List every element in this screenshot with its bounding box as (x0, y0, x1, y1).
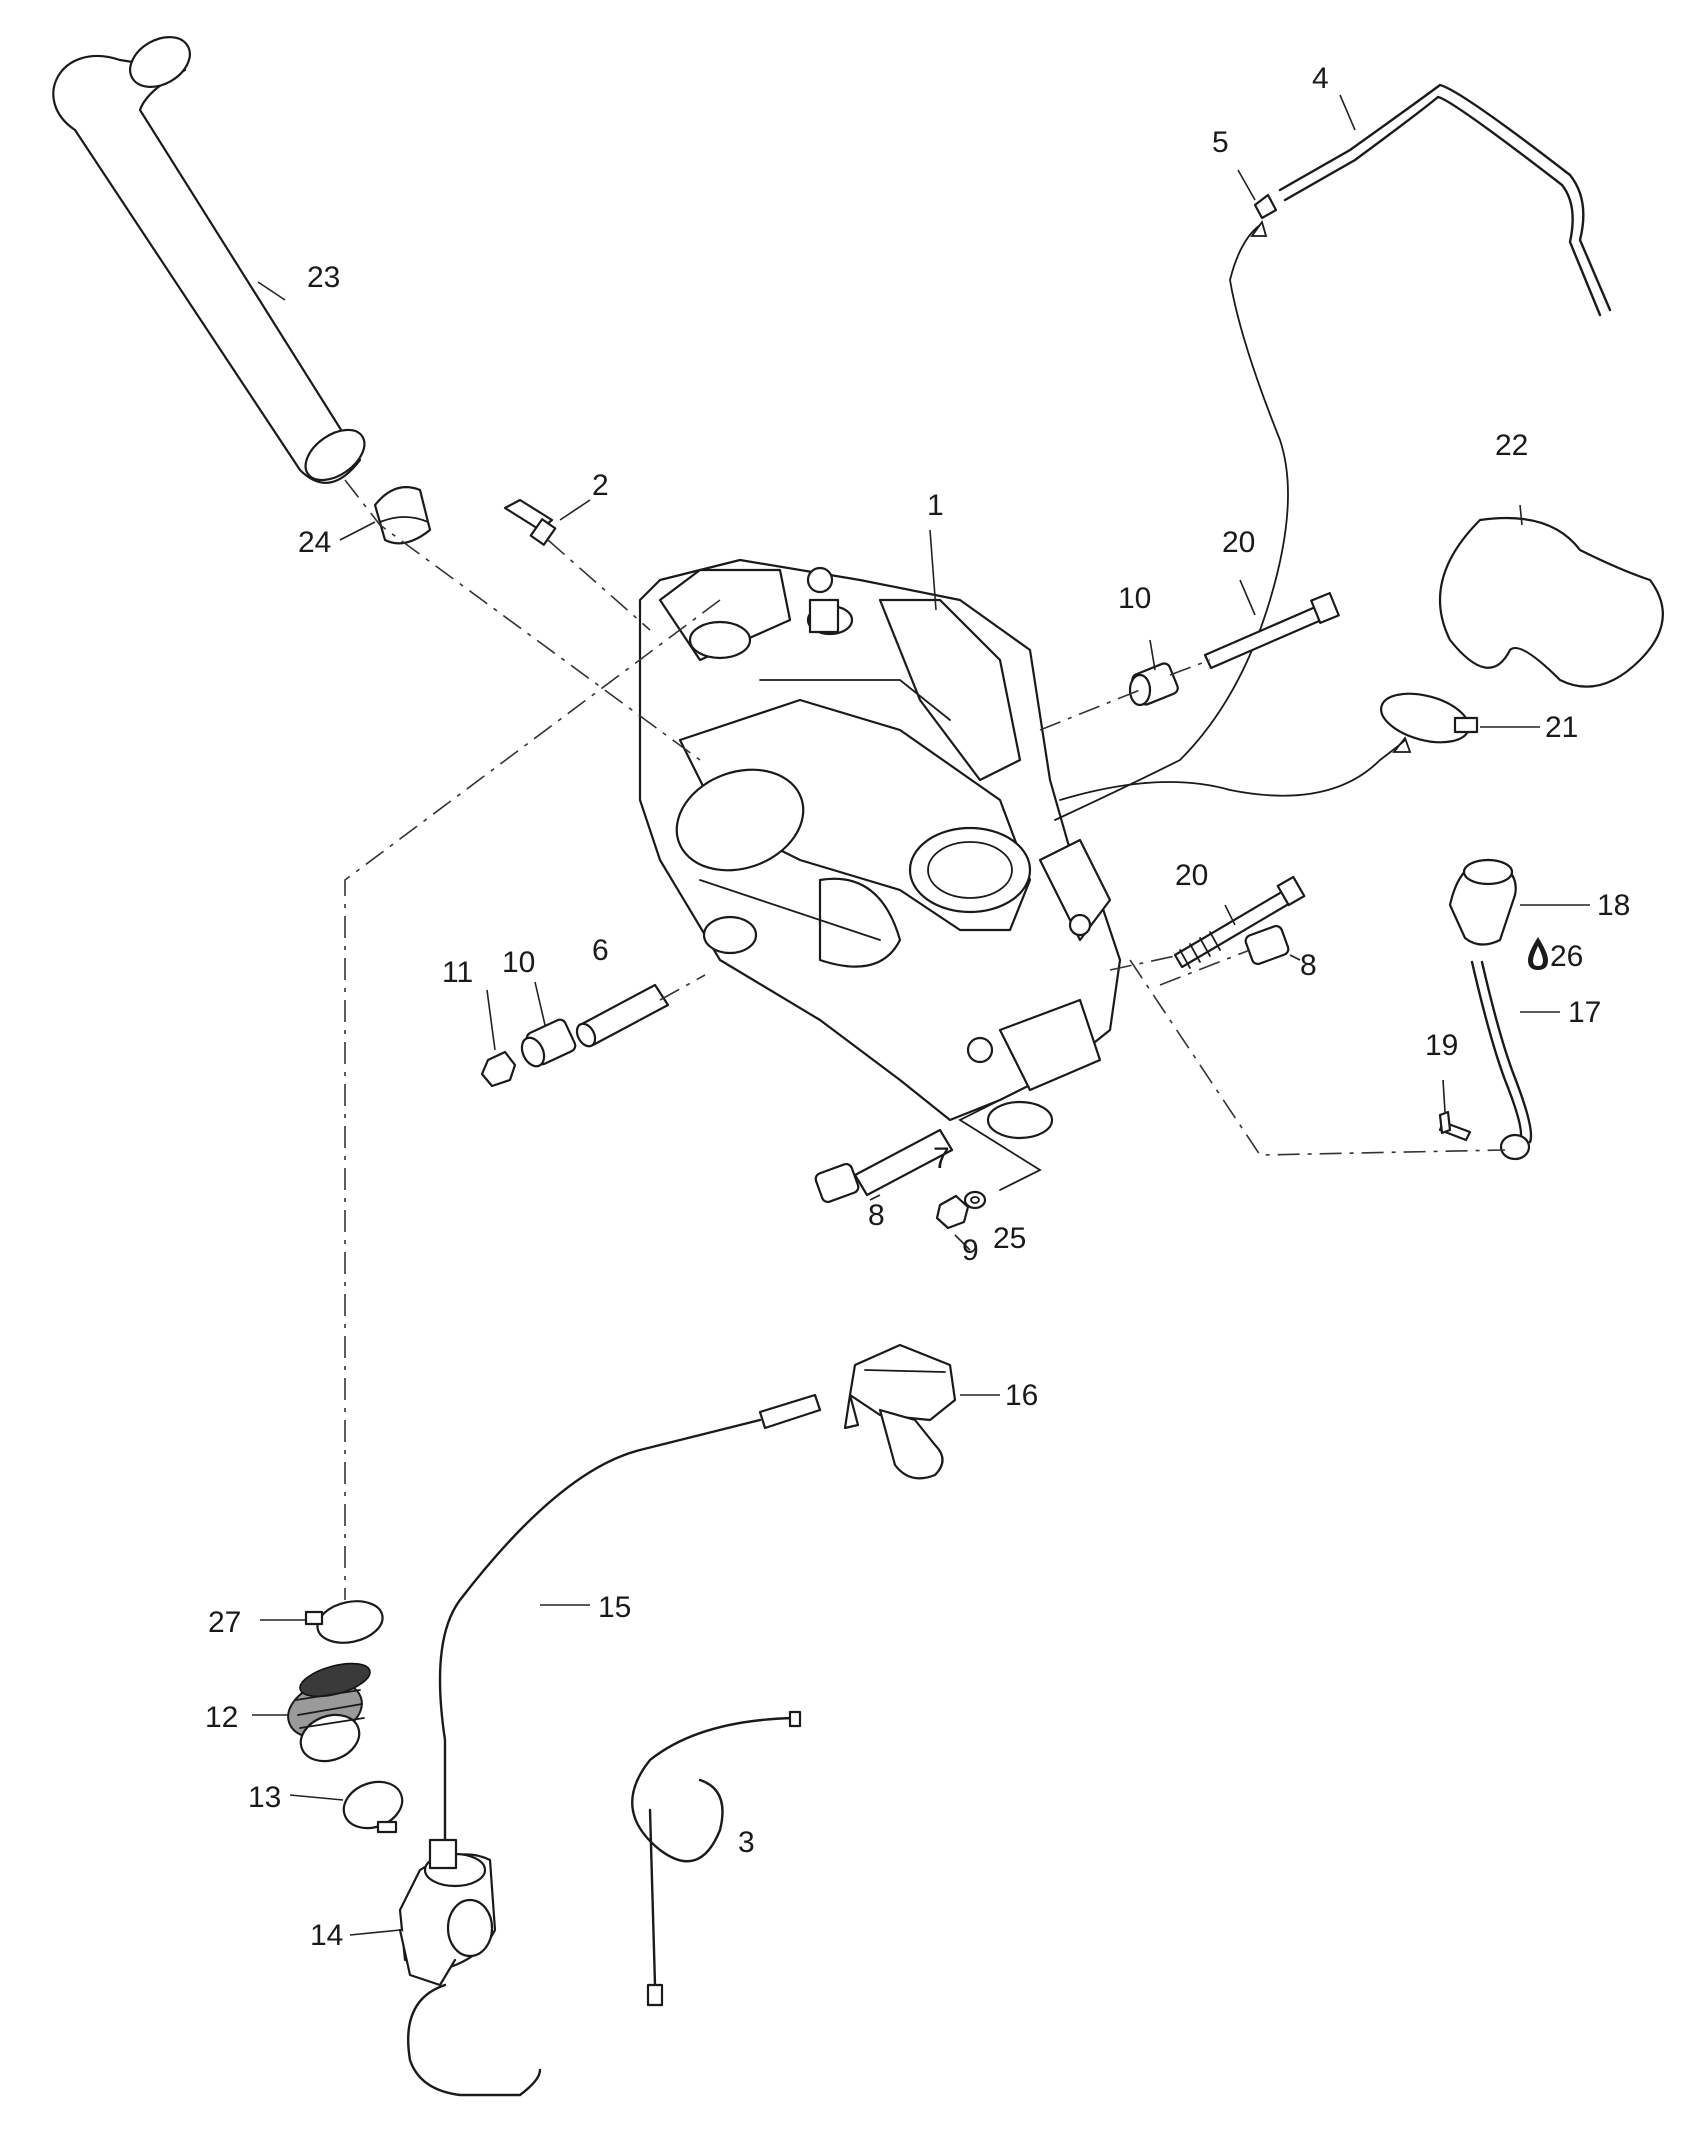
callout-8-lower: 8 (868, 1199, 885, 1232)
mount-bolt-upper (1203, 592, 1340, 670)
engine-block (638, 558, 1122, 1140)
callout-10-left: 10 (502, 946, 535, 979)
callout-7: 7 (933, 1142, 950, 1175)
exhaust-clamp (373, 486, 432, 545)
bushing-left (520, 1018, 577, 1068)
bushing-lower (814, 1162, 860, 1204)
hose-clamp (1380, 692, 1479, 744)
callout-27: 27 (208, 1606, 241, 1639)
callout-20-lower: 20 (1175, 859, 1208, 892)
callout-26: 26 (1550, 940, 1583, 973)
carburetor (398, 1838, 497, 1987)
callout-25: 25 (993, 1222, 1026, 1255)
assembly-line-upper (1039, 659, 1211, 731)
assembly-line-plug (547, 539, 651, 631)
callout-18: 18 (1597, 889, 1630, 922)
assembly-line-left (659, 974, 706, 1001)
throttle-cable (438, 1418, 762, 1842)
vent-line-arrow (1250, 219, 1268, 237)
leader-lines (252, 94, 1590, 1936)
callout-13: 13 (248, 1781, 281, 1814)
callout-4: 4 (1312, 62, 1329, 95)
throttle-cable-end (758, 1393, 822, 1430)
nut-left (480, 1050, 517, 1088)
callout-17: 17 (1568, 996, 1601, 1029)
carb-clamp-upper (304, 1600, 384, 1644)
assembly-line-pipe (344, 479, 721, 1600)
callout-21: 21 (1545, 711, 1578, 744)
assembly-bracket (958, 1099, 1042, 1191)
callout-3: 3 (738, 1826, 755, 1859)
choke-cable (631, 1710, 802, 2007)
throttle-housing (843, 1343, 957, 1480)
spark-plug (503, 498, 557, 546)
callout-5: 5 (1212, 126, 1229, 159)
callout-22: 22 (1495, 429, 1528, 462)
callout-9: 9 (962, 1234, 979, 1267)
callout-14: 14 (310, 1919, 343, 1952)
mount-bolt-lower (1173, 875, 1306, 969)
nut-lower (935, 1194, 970, 1230)
callout-8-right: 8 (1300, 949, 1317, 982)
shift-knob (1448, 858, 1517, 946)
washer-lower (963, 1190, 987, 1210)
callout-16: 16 (1005, 1379, 1038, 1412)
vent-line-to-clamp (1059, 739, 1406, 801)
intake-boot (1438, 516, 1664, 688)
bushing-right (1244, 924, 1290, 966)
spacer-tube (575, 983, 670, 1048)
shift-lever (1470, 960, 1533, 1161)
carb-clamp-lower (342, 1780, 404, 1834)
lever-bolt (1438, 1110, 1472, 1142)
clamp-arrow (1392, 736, 1412, 753)
assembly-line-lever (1129, 959, 1506, 1156)
callout-19: 19 (1425, 1029, 1458, 1062)
bushing-upper (1128, 662, 1179, 707)
assembly-line-lower (1109, 949, 1251, 986)
callout-12: 12 (205, 1701, 238, 1734)
drop-icon (1528, 937, 1548, 970)
callout-20-upper: 20 (1222, 526, 1255, 559)
callout-1: 1 (927, 489, 944, 522)
vent-line (1054, 224, 1289, 821)
callout-2: 2 (592, 469, 609, 502)
callout-labels: 1 2 3 4 5 6 7 8 8 9 10 10 11 12 13 14 15… (205, 62, 1630, 1952)
carb-drain-hose (407, 1983, 542, 2097)
callout-24: 24 (298, 526, 331, 559)
spacer-lower (853, 1128, 954, 1197)
vent-hose (1278, 83, 1612, 317)
callout-11: 11 (442, 956, 473, 989)
callout-23: 23 (307, 261, 340, 294)
exhaust-pipe (52, 36, 366, 484)
callout-6: 6 (592, 934, 609, 967)
intake-adapter (287, 1662, 371, 1763)
vent-fitting (1253, 193, 1278, 220)
callout-10-upper: 10 (1118, 582, 1151, 615)
callout-15: 15 (598, 1591, 631, 1624)
